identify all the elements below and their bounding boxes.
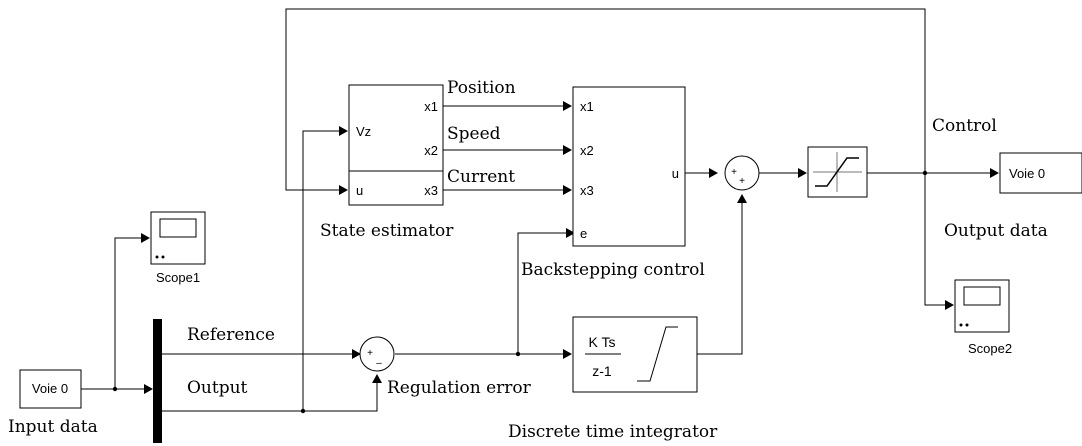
arrow-e (566, 228, 575, 238)
label-speed: Speed (447, 124, 501, 144)
arrowheads (141, 101, 999, 394)
input-source-text: Voie 0 (32, 381, 68, 396)
label-reference: Reference (187, 325, 275, 345)
scope1-screen-icon (159, 218, 197, 238)
integrator-denominator: z-1 (592, 363, 612, 379)
state-estimator-caption: State estimator (320, 221, 454, 241)
output-data-caption: Output data (944, 221, 1048, 241)
estimator-port-x2: x2 (424, 143, 438, 158)
state-estimator-block[interactable]: Vz u x1 x2 x3 (348, 84, 444, 206)
scope1-caption: Scope1 (156, 270, 200, 285)
wire-feedback (285, 8, 926, 191)
wires (81, 8, 990, 412)
arrow-mux-in (144, 384, 153, 394)
estimator-port-vz: Vz (356, 124, 371, 139)
arrow-sum-int (737, 194, 747, 203)
scope1-block[interactable] (150, 211, 206, 265)
wire-output (162, 383, 378, 412)
junction-error (515, 351, 521, 357)
signal-labels: Reference Output Regulation error Positi… (187, 78, 997, 398)
label-control: Control (932, 116, 997, 136)
sum-error-block[interactable]: + – (359, 336, 395, 372)
label-regulation-error: Regulation error (387, 378, 532, 398)
arrow-sink-in (990, 168, 999, 178)
junctions (112, 170, 928, 414)
integrator-numerator: K Ts (589, 334, 616, 350)
label-position: Position (447, 78, 516, 98)
saturation-block[interactable] (807, 146, 868, 198)
output-sink-text: Voie 0 (1009, 166, 1045, 181)
arrow-integrator-in (563, 349, 572, 359)
saturation-icon (815, 157, 859, 187)
arrow-vz (339, 126, 348, 136)
estimator-port-x1: x1 (424, 99, 438, 114)
backstepping-block[interactable]: x1 x2 x3 e u (572, 86, 686, 247)
scope2-caption: Scope2 (968, 341, 1012, 356)
backstepping-port-x2: x2 (580, 143, 594, 158)
backstepping-port-u: u (672, 166, 679, 181)
sum-control-sign-1: + (731, 167, 737, 178)
scope2-block[interactable] (954, 279, 1010, 333)
arrow-x1 (563, 101, 572, 111)
mux-bar[interactable] (153, 319, 162, 443)
integrator-limit-icon (637, 326, 678, 382)
wire-error-to-e (517, 232, 566, 354)
arrow-scope1 (141, 233, 150, 243)
arrow-x3 (563, 185, 572, 195)
junction-output (300, 408, 306, 414)
sum-error-sign-plus: + (367, 348, 373, 359)
backstepping-port-x1: x1 (580, 99, 594, 114)
integrator-caption: Discrete time integrator (508, 422, 718, 442)
arrow-sum-u (709, 168, 718, 178)
output-data-block[interactable]: Voie 0 (999, 152, 1082, 194)
input-data-block[interactable]: Voie 0 (19, 369, 82, 409)
backstepping-caption: Backstepping control (521, 260, 705, 280)
estimator-port-u: u (356, 183, 363, 198)
input-data-caption: Input data (8, 417, 98, 437)
sum-control-sign-2: + (739, 176, 745, 187)
arrow-sum-ref (352, 349, 361, 359)
label-output: Output (187, 378, 248, 398)
arrow-x2 (563, 145, 572, 155)
sum-error-sign-minus: – (376, 358, 382, 369)
backstepping-port-e: e (580, 226, 587, 241)
junction-control (922, 170, 928, 176)
label-current: Current (447, 167, 515, 187)
arrow-sum-output (372, 374, 382, 383)
integrator-block[interactable]: K Ts z-1 (572, 316, 698, 393)
junction-input (112, 386, 118, 392)
estimator-port-x3: x3 (424, 183, 438, 198)
sum-control-block[interactable]: + + (724, 155, 760, 191)
wire-to-scope2 (924, 173, 945, 306)
wire-integrator-out (697, 203, 743, 355)
wire-to-scope1 (114, 237, 141, 389)
backstepping-port-x3: x3 (580, 183, 594, 198)
wire-output-to-vz (302, 130, 339, 411)
arrow-sat-in (798, 168, 807, 178)
scope2-screen-icon (963, 286, 1001, 306)
arrow-scope2 (945, 300, 954, 310)
arrow-u-in (339, 185, 348, 195)
